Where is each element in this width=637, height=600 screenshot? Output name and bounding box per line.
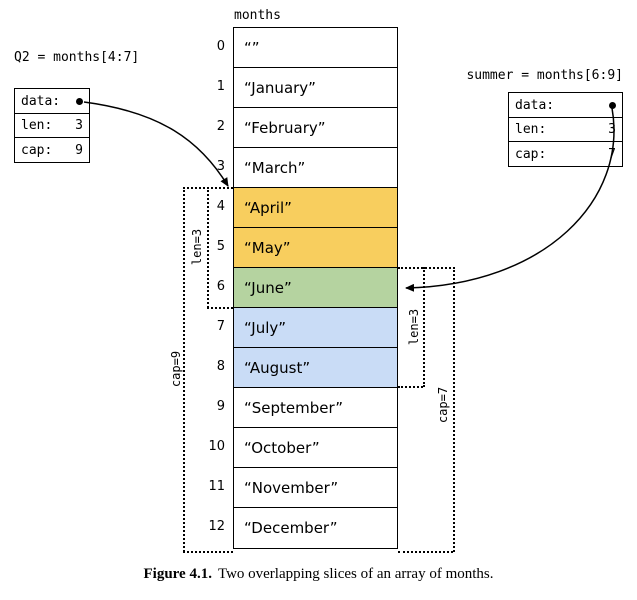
summer-cap-bottom-line <box>398 551 453 553</box>
summer-bracket-top-line <box>398 267 455 269</box>
pointer-dot <box>609 101 616 109</box>
cell-value: “January” <box>244 78 316 97</box>
array-cell-9: “September” <box>234 388 397 428</box>
cell-value: “October” <box>244 438 320 457</box>
summer-cap-label: cap=7 <box>436 386 450 424</box>
pointer-dot <box>76 97 83 105</box>
slice-field-cap: cap: 7 <box>508 141 623 167</box>
q2-cap-line <box>183 187 185 552</box>
array-cell-7: “July” <box>234 308 397 348</box>
field-value: 7 <box>608 146 616 162</box>
array-cell-0: “” <box>234 28 397 68</box>
cell-value: “May” <box>244 238 291 257</box>
array-index-2: 2 <box>216 119 225 134</box>
caption-text: Two overlapping slices of an array of mo… <box>217 566 494 582</box>
cell-value: “March” <box>244 158 306 177</box>
field-label: cap: <box>21 142 53 158</box>
cell-value: “September” <box>244 398 344 417</box>
array-cell-8: “August” <box>234 348 397 388</box>
field-label: len: <box>21 118 53 133</box>
cell-value: “November” <box>244 478 339 497</box>
array-title: months <box>234 8 281 23</box>
summer-len-line <box>423 267 425 387</box>
array-index-6: 6 <box>216 279 225 294</box>
array-cell-10: “October” <box>234 428 397 468</box>
array-cell-4: “April” <box>234 188 397 228</box>
slice-field-len: len: 3 <box>508 116 623 143</box>
array-index-9: 9 <box>216 399 225 414</box>
months-array: “” “January” “February” “March” “April” “May”… <box>233 27 398 549</box>
q2-cap-label: cap=9 <box>169 350 183 388</box>
slice-field-len: len: 3 <box>14 112 90 139</box>
field-label: len: <box>515 122 547 137</box>
array-cell-3: “March” <box>234 148 397 188</box>
cell-value: “” <box>244 38 260 57</box>
cell-value: “February” <box>244 118 326 137</box>
summer-len-bottom-line <box>398 386 423 388</box>
field-value: 3 <box>608 122 616 137</box>
summer-cap-line <box>453 267 455 552</box>
field-label: data: <box>21 93 61 109</box>
summer-slice-title: summer = months[6:9] <box>466 68 623 83</box>
q2-slice-header: data: len: 3 cap: 9 <box>14 88 90 163</box>
array-index-12: 12 <box>208 519 225 534</box>
summer-len-label: len=3 <box>407 308 421 346</box>
q2-slice-title: Q2 = months[4:7] <box>14 50 140 65</box>
cell-value: “August” <box>244 358 311 377</box>
array-index-11: 11 <box>208 479 225 494</box>
q2-len-line <box>207 187 209 308</box>
cell-value: “June” <box>244 278 292 297</box>
slice-field-data: data: <box>508 92 623 118</box>
array-cell-12: “December” <box>234 508 397 548</box>
field-value: 9 <box>75 142 83 158</box>
q2-cap-bottom-line <box>183 551 233 553</box>
slice-field-data: data: <box>14 88 90 114</box>
caption-label: Figure 4.1. <box>143 566 212 582</box>
array-index-3: 3 <box>216 159 225 174</box>
q2-len-label: len=3 <box>190 228 204 266</box>
array-index-5: 5 <box>216 239 225 254</box>
array-cell-2: “February” <box>234 108 397 148</box>
figure-caption: Figure 4.1. Two overlapping slices of an … <box>0 566 637 583</box>
cell-value: “December” <box>244 519 338 537</box>
array-index-4: 4 <box>216 199 225 214</box>
array-cell-11: “November” <box>234 468 397 508</box>
cell-value: “July” <box>244 318 287 337</box>
array-cell-1: “January” <box>234 68 397 108</box>
field-label: data: <box>515 97 555 113</box>
field-label: cap: <box>515 146 547 162</box>
array-index-8: 8 <box>216 359 225 374</box>
field-value: 3 <box>75 118 83 133</box>
array-index-7: 7 <box>216 319 225 334</box>
q2-len-bottom-line <box>207 307 233 309</box>
summer-slice-header: data: len: 3 cap: 7 <box>508 92 623 167</box>
array-index-0: 0 <box>216 39 225 54</box>
slice-field-cap: cap: 9 <box>14 137 90 163</box>
cell-value: “April” <box>244 198 292 217</box>
array-cell-6: “June” <box>234 268 397 308</box>
array-cell-5: “May” <box>234 228 397 268</box>
array-index-1: 1 <box>216 79 225 94</box>
array-index-10: 10 <box>208 439 225 454</box>
